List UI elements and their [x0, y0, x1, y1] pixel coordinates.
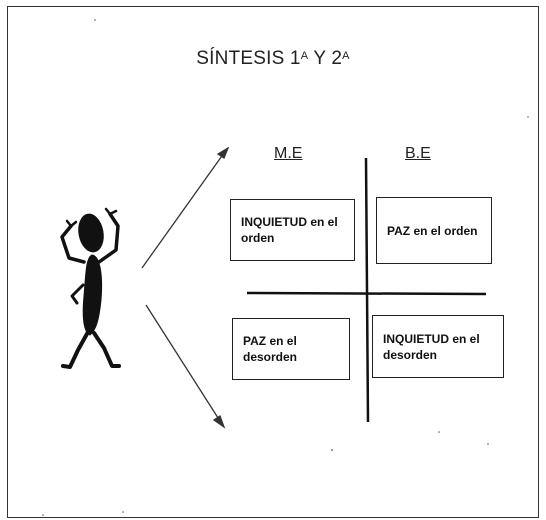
- title-main: SÍNTESIS 1: [196, 48, 301, 69]
- quadrant-top-left: INQUIETUD en el orden: [230, 199, 355, 261]
- arrow-lower: [145, 304, 226, 429]
- quadrant-bottom-left: PAZ en el desorden: [232, 318, 350, 380]
- quadrant-top-right: PAZ en el orden: [376, 197, 492, 264]
- arrow-upper: [141, 146, 230, 269]
- quadrant-bottom-right: INQUIETUD en el desorden: [372, 315, 504, 378]
- title-superscript-2: A: [342, 50, 350, 62]
- title-superscript-1: A: [300, 50, 309, 62]
- scan-specks: [42, 19, 529, 516]
- vertical-divider: [364, 157, 370, 423]
- slide-title: SÍNTESIS 1A Y 2A: [0, 48, 546, 70]
- column-header-be: B.E: [405, 145, 431, 162]
- column-header-me: M.E: [274, 145, 303, 162]
- slide-frame: [7, 6, 539, 518]
- title-middle: Y 2: [308, 48, 343, 69]
- horizontal-divider: [246, 291, 487, 296]
- worried-figure-icon: [60, 207, 121, 369]
